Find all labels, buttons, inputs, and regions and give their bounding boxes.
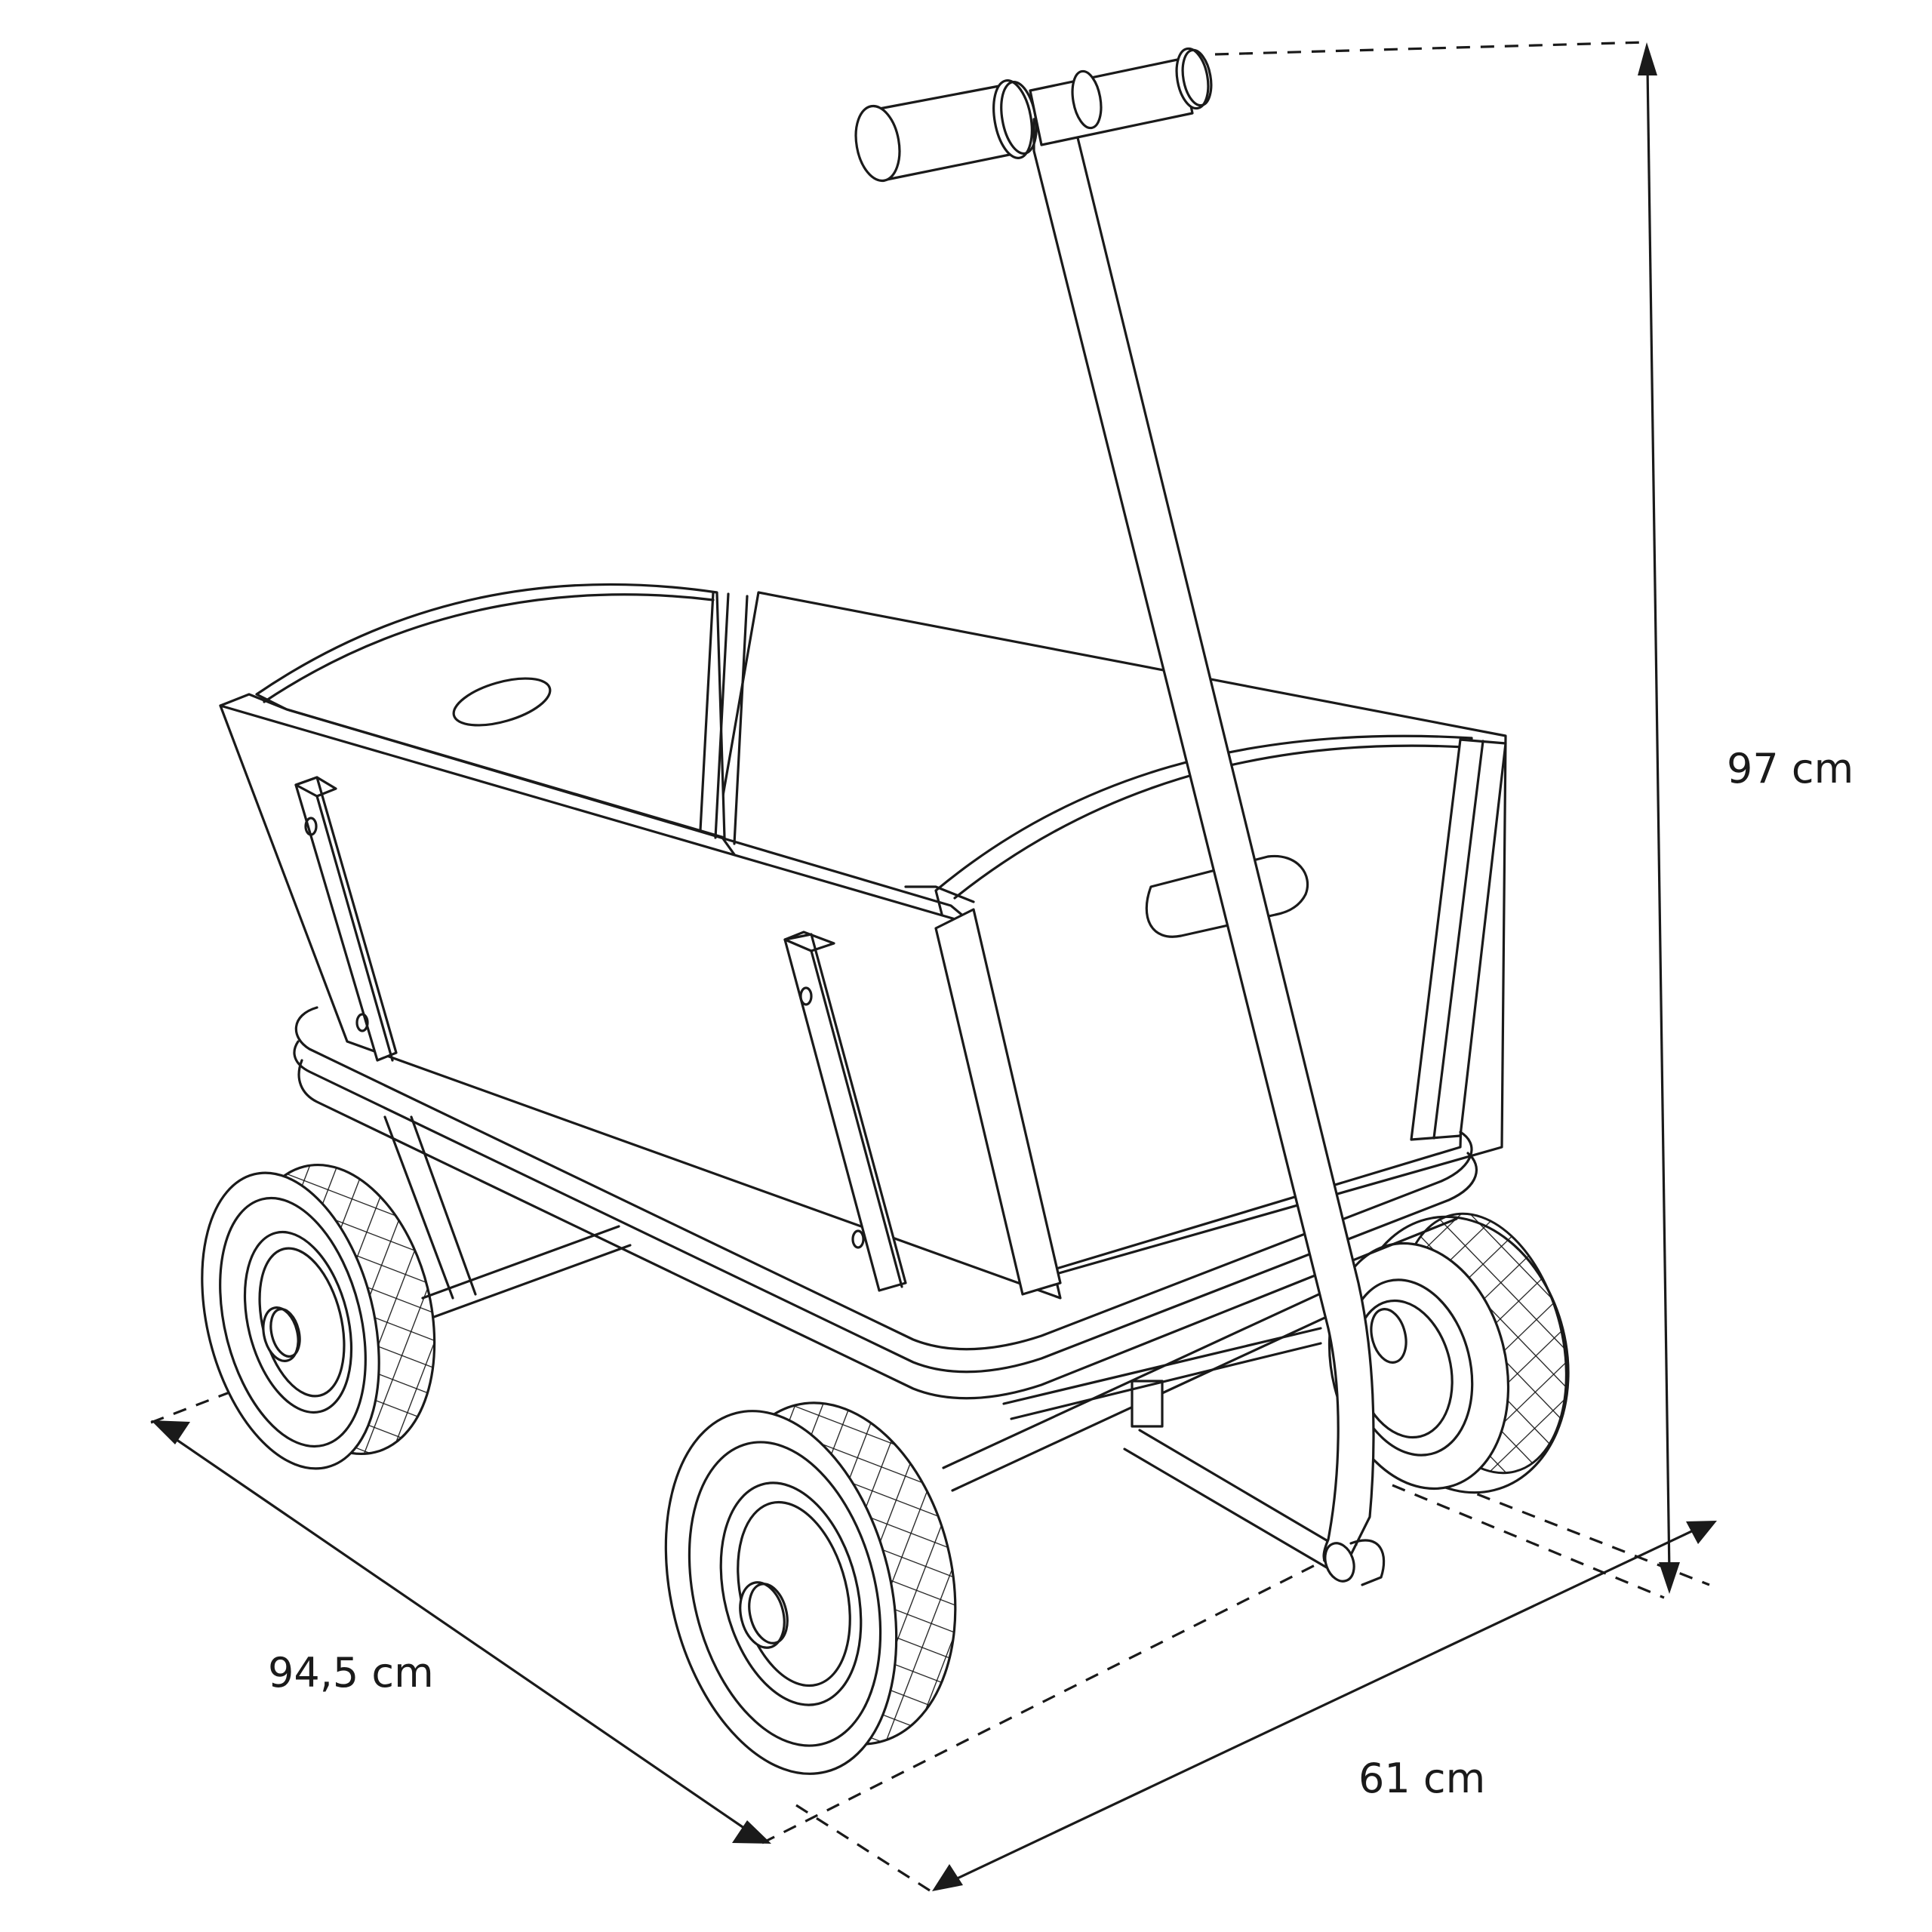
corner-batten-rear	[294, 776, 398, 1062]
grip-collar-right	[1071, 69, 1103, 130]
width-label: 61 cm	[1358, 1755, 1486, 1802]
under-frame	[383, 1115, 1352, 1579]
length-extension-rear	[150, 1383, 250, 1424]
length-dimension-line	[173, 1436, 748, 1832]
arrow-rear-icon	[151, 1420, 190, 1444]
arrow-up-icon	[1638, 42, 1657, 75]
draw-bar	[1032, 112, 1386, 1586]
length-label: 94,5 cm	[268, 1649, 434, 1697]
t-handle	[854, 47, 1213, 183]
corner-batten-front	[783, 931, 907, 1292]
hand-hole-rear	[452, 677, 552, 727]
arrow-left-icon	[932, 1864, 963, 1891]
length-extension-front	[761, 1542, 1359, 1844]
arrow-down-icon	[1659, 1562, 1680, 1594]
height-dimension-line	[1646, 67, 1671, 1574]
width-extension-left	[795, 1804, 931, 1892]
width-dimension-line	[952, 1527, 1699, 1882]
width-extension-right-inner	[1392, 1484, 1665, 1599]
height-extension-top	[1214, 41, 1646, 56]
wheel-front-left	[664, 1401, 957, 1775]
length-dimension	[150, 1383, 1359, 1844]
arrow-right-icon	[1686, 1521, 1717, 1544]
grip-end-cap-left	[854, 104, 901, 183]
base-frame	[293, 1006, 1478, 1400]
arrow-front-icon	[732, 1820, 771, 1844]
height-dimension	[1214, 41, 1680, 1594]
grip-end-cap-right	[1175, 47, 1210, 110]
wheel-rear-left	[201, 1163, 436, 1470]
height-label: 97 cm	[1727, 745, 1854, 792]
